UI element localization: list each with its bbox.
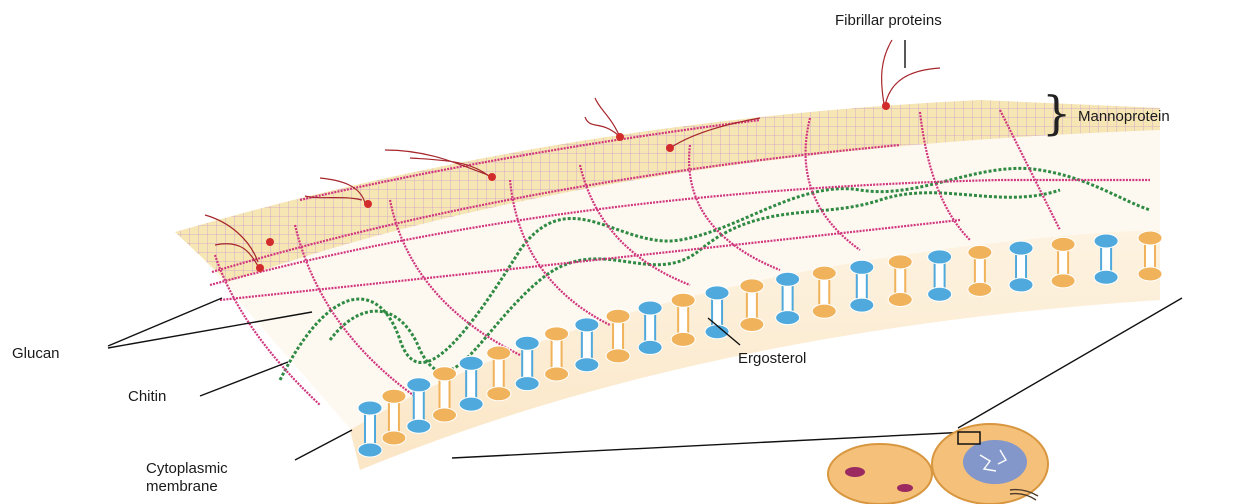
lipid-head-outer: [776, 272, 800, 286]
protein-dot: [882, 102, 890, 110]
lipid-head-inner: [358, 443, 382, 457]
mannoprotein-label: Mannoprotein: [1078, 108, 1170, 125]
lipid-head-inner: [545, 367, 569, 381]
lipid-head-outer: [358, 401, 382, 415]
ergosterol-label: Ergosterol: [738, 350, 806, 367]
lipid-head-inner: [705, 325, 729, 339]
lipid-head-outer: [812, 266, 836, 280]
lipid-head-inner: [487, 387, 511, 401]
nucleus: [963, 440, 1027, 484]
lipid-head-inner: [515, 377, 539, 391]
lipid-head-outer: [850, 260, 874, 274]
chitin-label: Chitin: [128, 388, 166, 405]
lipid-head-inner: [776, 311, 800, 325]
yeast-cell-inset: [828, 424, 1048, 504]
lipid-head-outer: [382, 389, 406, 403]
fibrillar-protein: [585, 98, 620, 137]
lipid-head-outer: [459, 356, 483, 370]
lipid-head-outer: [545, 327, 569, 341]
lipid-head-outer: [575, 318, 599, 332]
mannoprotein-brace: }: [1042, 90, 1071, 136]
lipid-head-inner: [638, 340, 662, 354]
lipid-head-outer: [433, 367, 457, 381]
protein-dot: [666, 144, 674, 152]
lipid-head-outer: [487, 346, 511, 360]
right-fade: [900, 90, 1258, 340]
lipid-head-outer: [407, 378, 431, 392]
glucan-leader-1: [108, 298, 222, 346]
lipid-head-inner: [382, 431, 406, 445]
protein-dot: [616, 133, 624, 141]
lipid-head-inner: [575, 358, 599, 372]
glucan-label: Glucan: [12, 345, 60, 362]
lipid-head-outer: [671, 293, 695, 307]
lipid-head-inner: [812, 304, 836, 318]
lipid-head-inner: [459, 397, 483, 411]
lipid-head-inner: [671, 332, 695, 346]
lipid-head-outer: [740, 279, 764, 293]
lipid-head-inner: [740, 317, 764, 331]
chitin-leader: [200, 362, 288, 396]
organelle: [845, 467, 865, 477]
protein-dot: [256, 264, 264, 272]
lipid-head-inner: [407, 419, 431, 433]
lipid-head-inner: [850, 298, 874, 312]
cytoplasmic-label-line2: membrane: [146, 478, 218, 495]
protein-dot: [364, 200, 372, 208]
fibrillar-proteins-label: Fibrillar proteins: [835, 12, 942, 29]
protein-dot: [266, 238, 274, 246]
cytoplasmic-leader: [295, 430, 352, 460]
lipid-head-outer: [638, 301, 662, 315]
lipid-head-inner: [606, 349, 630, 363]
mother-cell: [828, 444, 932, 504]
lipid-head-outer: [515, 336, 539, 350]
cytoplasmic-label-line1: Cytoplasmic: [146, 460, 228, 477]
organelle: [897, 484, 913, 492]
lipid-head-outer: [705, 286, 729, 300]
lipid-head-inner: [433, 408, 457, 422]
lipid-head-outer: [606, 309, 630, 323]
protein-dot: [488, 173, 496, 181]
